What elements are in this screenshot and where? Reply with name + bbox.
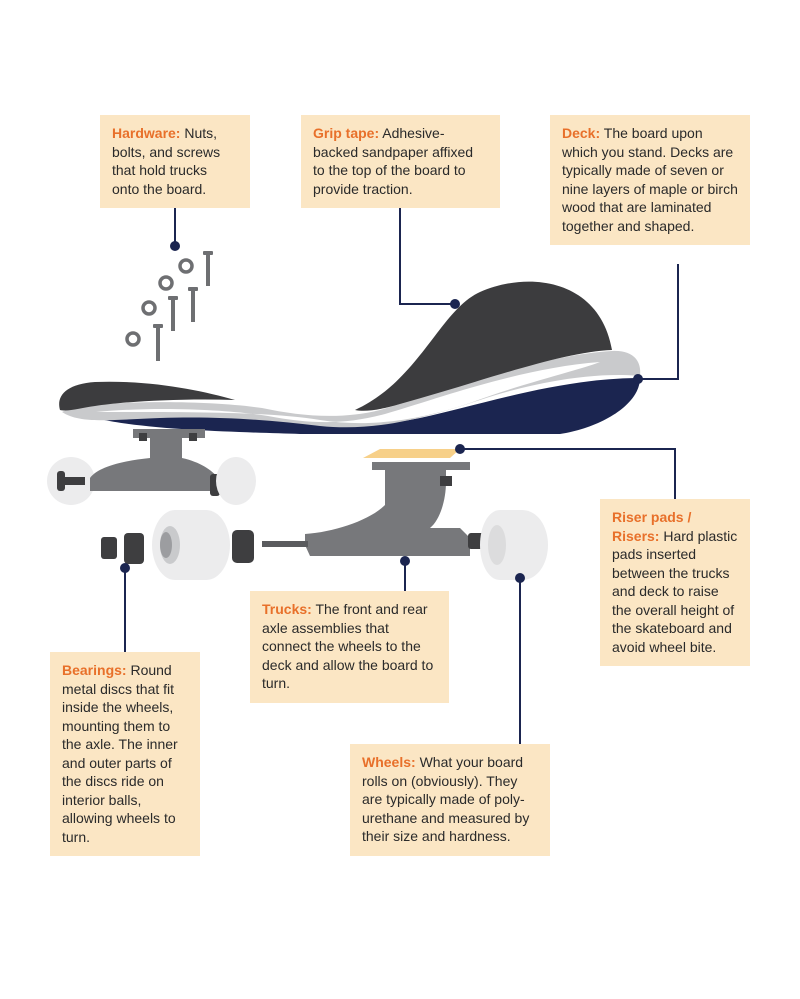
riser-pad: [363, 449, 460, 458]
callout-text: Hard plastic pads inserted between the t…: [612, 527, 738, 655]
deck-edge: [62, 350, 641, 428]
leader-dots: [120, 241, 643, 583]
callout-bearings: Bearings: Round metal discs that fit ins…: [50, 652, 200, 856]
callout-text: Adhesive-backed sandpaper affixed to the…: [313, 125, 474, 197]
truck-front: [90, 429, 218, 491]
axle: [262, 541, 308, 547]
callout-term: Riser pads / Risers:: [612, 509, 692, 544]
callout-riser-pads: Riser pads / Risers: Hard plastic pads i…: [600, 499, 750, 666]
truck-rear: [305, 462, 470, 556]
front-truck-assembly: [47, 429, 256, 505]
deck: [59, 281, 641, 434]
callout-text: What your board rolls on (obviously). Th…: [362, 754, 530, 844]
leader-riser: [460, 448, 676, 499]
bearings: [101, 530, 254, 564]
axle: [65, 477, 85, 485]
callout-text: Nuts, bolts, and screws that hold trucks…: [112, 125, 221, 197]
grip-tape-peeled: [355, 281, 612, 411]
callout-grip-tape: Grip tape: Adhesive-backed sandpaper aff…: [301, 115, 500, 208]
rear-truck-assembly: [262, 462, 486, 556]
callout-trucks: Trucks: The front and rear axle assembli…: [250, 591, 449, 703]
leader-lines: [124, 205, 679, 744]
callout-text: The front and rear axle assemblies that …: [262, 601, 434, 691]
callout-term: Wheels:: [362, 754, 416, 770]
leader-deck: [638, 264, 679, 380]
bearing-icon: [101, 537, 117, 559]
callout-term: Bearings:: [62, 662, 127, 678]
deck-underside: [80, 378, 640, 434]
callout-term: Hardware:: [112, 125, 181, 141]
wheel-icon: [216, 457, 256, 505]
callout-text: Round metal discs that fit inside the wh…: [62, 662, 178, 845]
bearing-icon: [232, 530, 254, 563]
leader-grip-tape: [399, 205, 455, 305]
callout-term: Grip tape:: [313, 125, 380, 141]
callout-deck: Deck: The board upon which you stand. De…: [550, 115, 750, 245]
bearing-icon: [124, 533, 144, 564]
callout-hardware: Hardware: Nuts, bolts, and screws that h…: [100, 115, 250, 208]
grip-tape-front: [59, 381, 235, 411]
bolt-icon: [153, 251, 213, 361]
callout-text: The board upon which you stand. Decks ar…: [562, 125, 738, 234]
callout-term: Deck:: [562, 125, 601, 141]
hardware-parts: [125, 251, 213, 361]
deck-edge-white: [96, 362, 600, 424]
large-wheels: [152, 510, 548, 580]
callout-term: Trucks:: [262, 601, 312, 617]
callout-wheels: Wheels: What your board rolls on (obviou…: [350, 744, 550, 856]
nut-icon: [125, 258, 194, 347]
